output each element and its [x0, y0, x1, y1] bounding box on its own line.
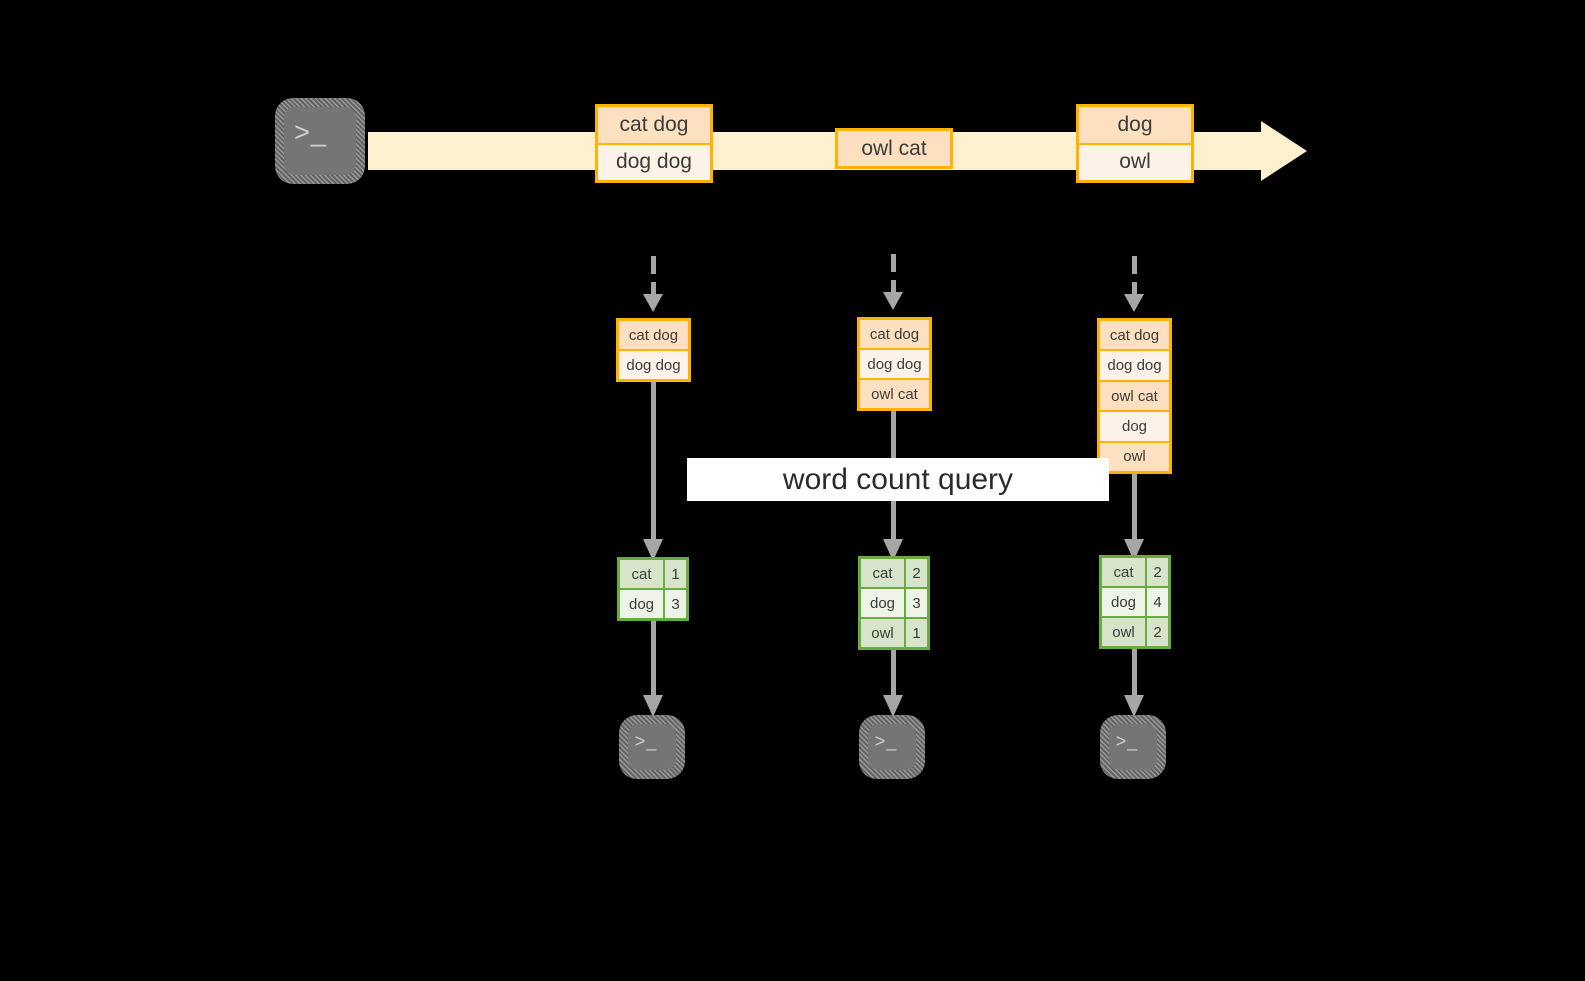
input-table-3-row-4: dog	[1100, 412, 1169, 443]
feed-arrow-3-head	[1124, 294, 1144, 312]
result-count-cell: 4	[1147, 588, 1168, 616]
input-table-3-row-1: cat dog	[1100, 321, 1169, 352]
input-table-2-row-2: dog dog	[860, 350, 929, 380]
sink-terminal-2-icon[interactable]: >_	[859, 715, 925, 779]
result-count-cell: 3	[665, 590, 686, 618]
input-table-1[interactable]: cat dog dog dog	[616, 318, 691, 382]
sink-arrow-2-line	[891, 650, 896, 697]
result-table-1-row-1: cat 1	[620, 560, 686, 590]
input-table-3-row-2: dog dog	[1100, 351, 1169, 382]
stream-batch-3-line-1: dog	[1079, 107, 1191, 145]
result-word-cell: dog	[620, 590, 665, 618]
input-table-1-row-2: dog dog	[619, 351, 688, 379]
terminal-face	[1109, 724, 1157, 770]
input-table-3-row-3: owl cat	[1100, 381, 1169, 413]
feed-arrow-2-dash-2	[891, 280, 896, 294]
sink-arrow-2-head	[883, 695, 903, 717]
result-table-3[interactable]: cat 2 dog 4 owl 2	[1099, 555, 1171, 649]
sink-arrow-1-head	[643, 695, 663, 717]
sink-arrow-3-head	[1124, 695, 1144, 717]
feed-arrow-1-dash-1	[651, 256, 656, 274]
sink-arrow-3-line	[1132, 649, 1137, 697]
result-count-cell: 2	[906, 559, 927, 587]
input-table-2-row-1: cat dog	[860, 320, 929, 350]
input-table-2[interactable]: cat dog dog dog owl cat	[857, 317, 932, 411]
result-table-1-row-2: dog 3	[620, 590, 686, 618]
result-table-2-row-1: cat 2	[861, 559, 927, 589]
stream-batch-1-line-1: cat dog	[598, 107, 710, 145]
input-table-2-row-3: owl cat	[860, 380, 929, 408]
terminal-prompt-glyph: >_	[874, 730, 898, 751]
feed-arrow-3-dash-2	[1132, 282, 1137, 296]
result-word-cell: dog	[861, 589, 906, 617]
result-count-cell: 1	[665, 560, 686, 588]
terminal-face	[284, 107, 356, 175]
input-table-3-row-5: owl	[1100, 442, 1169, 472]
terminal-face	[868, 724, 916, 770]
query-label: word count query	[687, 458, 1109, 501]
result-word-cell: owl	[1102, 618, 1147, 646]
query-arrow-1-head	[643, 539, 663, 561]
query-arrow-1-line	[651, 382, 656, 541]
input-table-3[interactable]: cat dog dog dog owl cat dog owl	[1097, 318, 1172, 474]
stream-arrowhead	[1261, 121, 1307, 181]
query-arrow-3-line	[1132, 474, 1137, 541]
stream-batch-1[interactable]: cat dog dog dog	[595, 104, 713, 183]
result-table-3-row-1: cat 2	[1102, 558, 1168, 588]
feed-arrow-2-dash-1	[891, 254, 896, 272]
result-table-1[interactable]: cat 1 dog 3	[617, 557, 689, 621]
result-table-2[interactable]: cat 2 dog 3 owl 1	[858, 556, 930, 650]
terminal-prompt-glyph: >_	[1115, 730, 1139, 751]
result-count-cell: 1	[906, 619, 927, 647]
terminal-face	[628, 724, 676, 770]
result-table-3-row-2: dog 4	[1102, 588, 1168, 618]
result-count-cell: 3	[906, 589, 927, 617]
stream-batch-2[interactable]: owl cat	[835, 128, 953, 169]
result-word-cell: cat	[620, 560, 665, 588]
result-table-3-row-3: owl 2	[1102, 618, 1168, 646]
sink-terminal-1-icon[interactable]: >_	[619, 715, 685, 779]
source-terminal-icon[interactable]: >_	[275, 98, 365, 184]
stream-batch-3-line-2: owl	[1079, 144, 1191, 180]
feed-arrow-2-head	[883, 292, 903, 310]
result-word-cell: cat	[1102, 558, 1147, 586]
feed-arrow-1-dash-2	[651, 282, 656, 296]
result-table-2-row-3: owl 1	[861, 619, 927, 647]
query-arrow-2-head	[883, 539, 903, 561]
sink-arrow-1-line	[651, 621, 656, 697]
result-count-cell: 2	[1147, 558, 1168, 586]
stream-batch-2-line-1: owl cat	[838, 131, 950, 166]
terminal-prompt-glyph: >_	[634, 730, 658, 751]
input-table-1-row-1: cat dog	[619, 321, 688, 351]
stream-batch-1-line-2: dog dog	[598, 144, 710, 180]
sink-terminal-3-icon[interactable]: >_	[1100, 715, 1166, 779]
stream-batch-3[interactable]: dog owl	[1076, 104, 1194, 183]
result-table-2-row-2: dog 3	[861, 589, 927, 619]
result-word-cell: dog	[1102, 588, 1147, 616]
result-count-cell: 2	[1147, 618, 1168, 646]
terminal-prompt-glyph: >_	[294, 116, 327, 147]
feed-arrow-1-head	[643, 294, 663, 312]
result-word-cell: cat	[861, 559, 906, 587]
result-word-cell: owl	[861, 619, 906, 647]
feed-arrow-3-dash-1	[1132, 256, 1137, 274]
